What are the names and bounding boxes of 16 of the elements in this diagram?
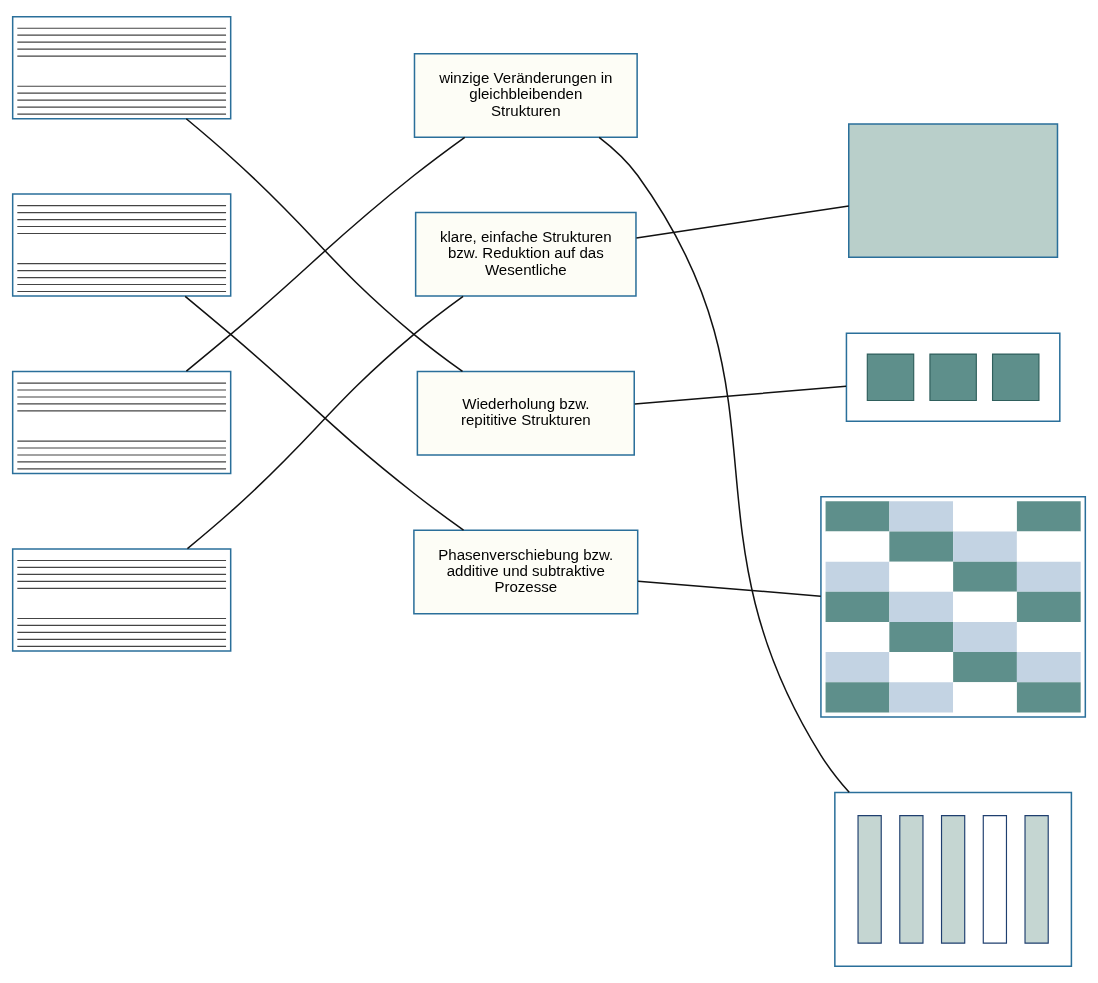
node-box: Phasenverschiebung bzw. additive und subtraktive Prozesse	[413, 529, 639, 615]
node-box	[848, 123, 1059, 258]
node-box: Wiederholung bzw. repititive Strukturen	[416, 370, 635, 456]
connector	[635, 205, 850, 239]
connector	[637, 580, 822, 597]
node-picture	[820, 495, 1087, 718]
node-picture	[11, 15, 232, 120]
node-picture	[834, 791, 1073, 968]
node-picture	[11, 193, 232, 297]
node-box: klare, einfache Strukturen bzw. Reduktion auf das Wesentliche	[414, 211, 637, 297]
node-picture	[11, 370, 232, 475]
node-picture	[11, 548, 232, 652]
connector	[598, 136, 850, 794]
node-picture	[845, 332, 1061, 423]
node-box: winzige Veränderungen in gleichbleibenden Strukturen	[413, 53, 638, 138]
connector	[634, 385, 847, 405]
